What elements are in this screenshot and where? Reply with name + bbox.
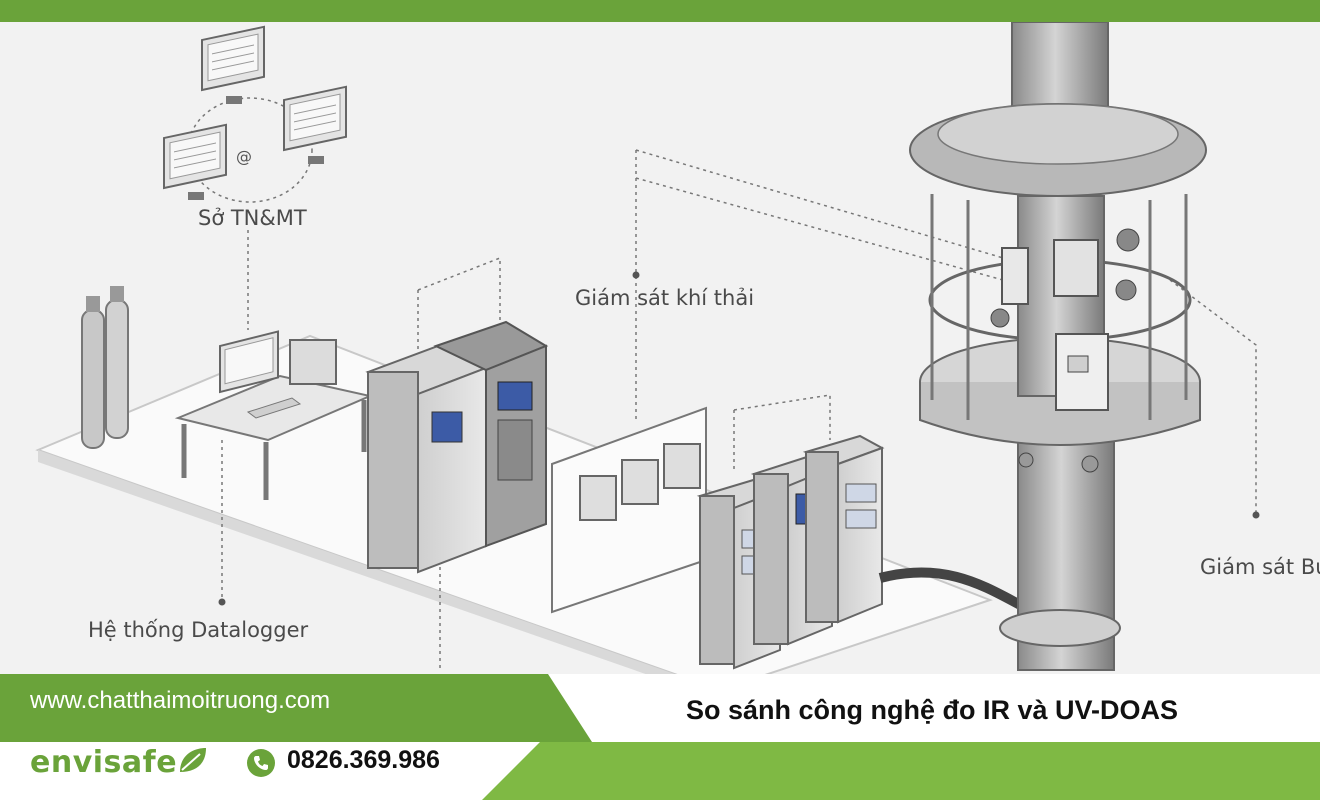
phone-icon bbox=[247, 749, 275, 777]
leaf-icon bbox=[180, 748, 206, 772]
envisafe-logo: envisafe bbox=[30, 745, 206, 780]
footer-banner bbox=[0, 674, 1320, 800]
agency-label: Sở TN&MT bbox=[198, 206, 307, 230]
footer-green-band bbox=[482, 742, 1320, 800]
monitor-icon bbox=[283, 85, 347, 164]
gas-cylinder-icon bbox=[81, 286, 129, 449]
analyzer-panel-wall bbox=[551, 406, 707, 614]
monitor-icon bbox=[163, 123, 227, 200]
svg-text:envisafe: envisafe bbox=[30, 745, 177, 780]
server-cabinet bbox=[433, 320, 549, 548]
phone-number[interactable]: 0826.369.986 bbox=[287, 746, 440, 774]
page-headline: So sánh công nghệ đo IR và UV-DOAS bbox=[686, 695, 1179, 725]
analyzer-cabinet bbox=[802, 434, 885, 624]
exhaust-marker-dot bbox=[632, 271, 640, 279]
top-accent-bar bbox=[0, 0, 1320, 22]
website-band bbox=[0, 674, 592, 742]
datalogger-label: Hệ thống Datalogger bbox=[88, 618, 309, 642]
connection-lines bbox=[187, 97, 1257, 672]
email-symbol: @ bbox=[236, 147, 252, 166]
dust-monitoring-label: Giám sát Bụ bbox=[1200, 555, 1320, 579]
monitoring-system-diagram: @ bbox=[35, 22, 1260, 674]
stack-tower bbox=[909, 22, 1207, 671]
exhaust-monitoring-label: Giám sát khí thải bbox=[575, 286, 755, 310]
website-link[interactable]: www.chatthaimoitruong.com bbox=[30, 687, 331, 714]
server-cabinet bbox=[365, 344, 489, 574]
datalogger-desk bbox=[174, 330, 374, 500]
datalogger-marker-dot bbox=[218, 598, 226, 606]
dust-marker-dot bbox=[1252, 511, 1260, 519]
monitor-icon bbox=[201, 25, 265, 104]
